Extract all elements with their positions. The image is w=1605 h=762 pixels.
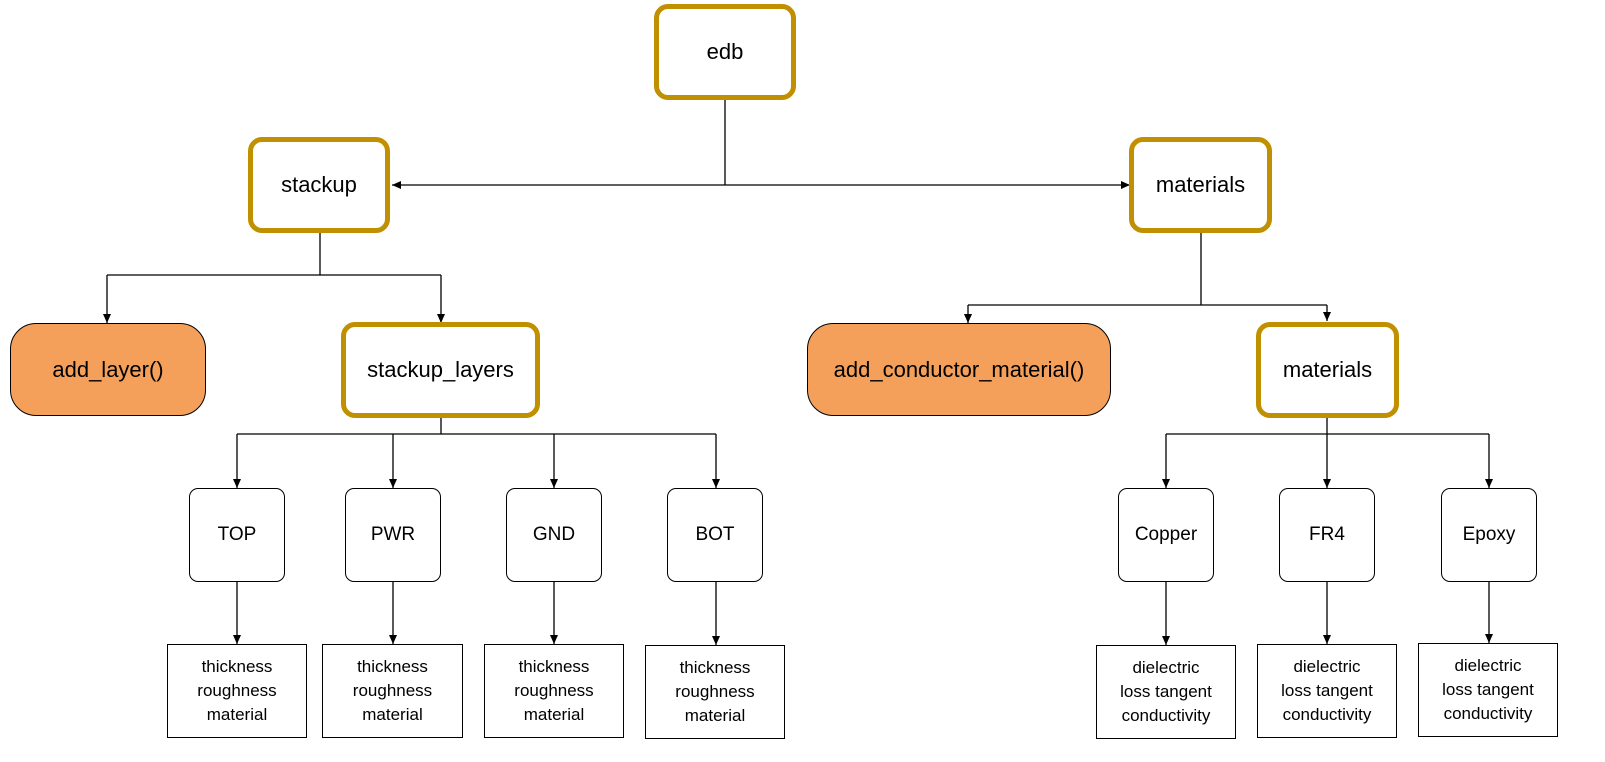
node-stackup-layers: stackup_layers <box>341 322 540 418</box>
prop-text: thickness <box>679 658 751 677</box>
prop-text: thickness <box>201 657 273 676</box>
node-layer-top: TOP <box>189 488 285 582</box>
prop-text: roughness <box>675 682 755 701</box>
layer-name: TOP <box>217 524 257 545</box>
prop-text: roughness <box>514 681 594 700</box>
prop-text: dielectric <box>1454 656 1522 675</box>
material-props-copper: dielectric loss tangent conductivity <box>1096 645 1236 739</box>
edge-layers-split <box>237 417 716 435</box>
node-material-fr4: FR4 <box>1279 488 1375 582</box>
material-props-epoxy: dielectric loss tangent conductivity <box>1418 643 1558 737</box>
prop-text: material <box>684 706 746 725</box>
layer-props-top: thickness roughness material <box>167 644 307 738</box>
prop-text: conductivity <box>1121 706 1211 725</box>
edge-stackup-split <box>107 232 441 276</box>
prop-text: roughness <box>352 681 433 700</box>
node-layer-pwr: PWR <box>345 488 441 582</box>
layer-props-bot: thickness roughness material <box>645 645 785 739</box>
node-materials-list: materials <box>1256 322 1399 418</box>
node-edb-label: edb <box>706 39 744 64</box>
node-materials: materials <box>1129 137 1272 233</box>
material-name: FR4 <box>1309 524 1345 545</box>
node-add-conductor-material: add_conductor_material() <box>807 323 1111 416</box>
material-name: Epoxy <box>1462 524 1516 545</box>
prop-text: conductivity <box>1443 704 1533 723</box>
node-stackup-label: stackup <box>281 172 357 197</box>
layer-props-pwr: thickness roughness material <box>322 644 463 738</box>
layer-name: PWR <box>370 524 416 545</box>
node-material-copper: Copper <box>1118 488 1214 582</box>
prop-text: dielectric <box>1293 657 1361 676</box>
node-layer-bot: BOT <box>667 488 763 582</box>
node-add-layer: add_layer() <box>10 323 206 416</box>
prop-text: material <box>523 705 585 724</box>
node-add-layer-label: add_layer() <box>52 356 164 382</box>
node-stackup: stackup <box>248 137 390 233</box>
node-layer-gnd: GND <box>506 488 602 582</box>
material-name: Copper <box>1134 524 1198 545</box>
prop-text: material <box>206 705 268 724</box>
prop-text: thickness <box>518 657 590 676</box>
edge-list-split <box>1166 417 1489 435</box>
edge-materials-split <box>968 232 1327 306</box>
prop-text: loss tangent <box>1442 680 1534 699</box>
node-edb: edb <box>654 4 796 100</box>
node-materials-list-label: materials <box>1282 357 1373 382</box>
prop-text: thickness <box>357 657 428 676</box>
prop-text: material <box>362 705 423 724</box>
prop-text: conductivity <box>1282 705 1372 724</box>
node-material-epoxy: Epoxy <box>1441 488 1537 582</box>
prop-text: loss tangent <box>1281 681 1373 700</box>
node-add-conductor-material-label: add_conductor_material() <box>833 356 1085 382</box>
layer-name: BOT <box>695 524 735 545</box>
prop-text: loss tangent <box>1120 682 1212 701</box>
prop-text: roughness <box>197 681 277 700</box>
layer-props-gnd: thickness roughness material <box>484 644 624 738</box>
node-stackup-layers-label: stackup_layers <box>367 357 514 382</box>
node-materials-label: materials <box>1155 172 1246 197</box>
material-props-fr4: dielectric loss tangent conductivity <box>1257 644 1397 738</box>
prop-text: dielectric <box>1132 658 1200 677</box>
layer-name: GND <box>532 524 576 545</box>
